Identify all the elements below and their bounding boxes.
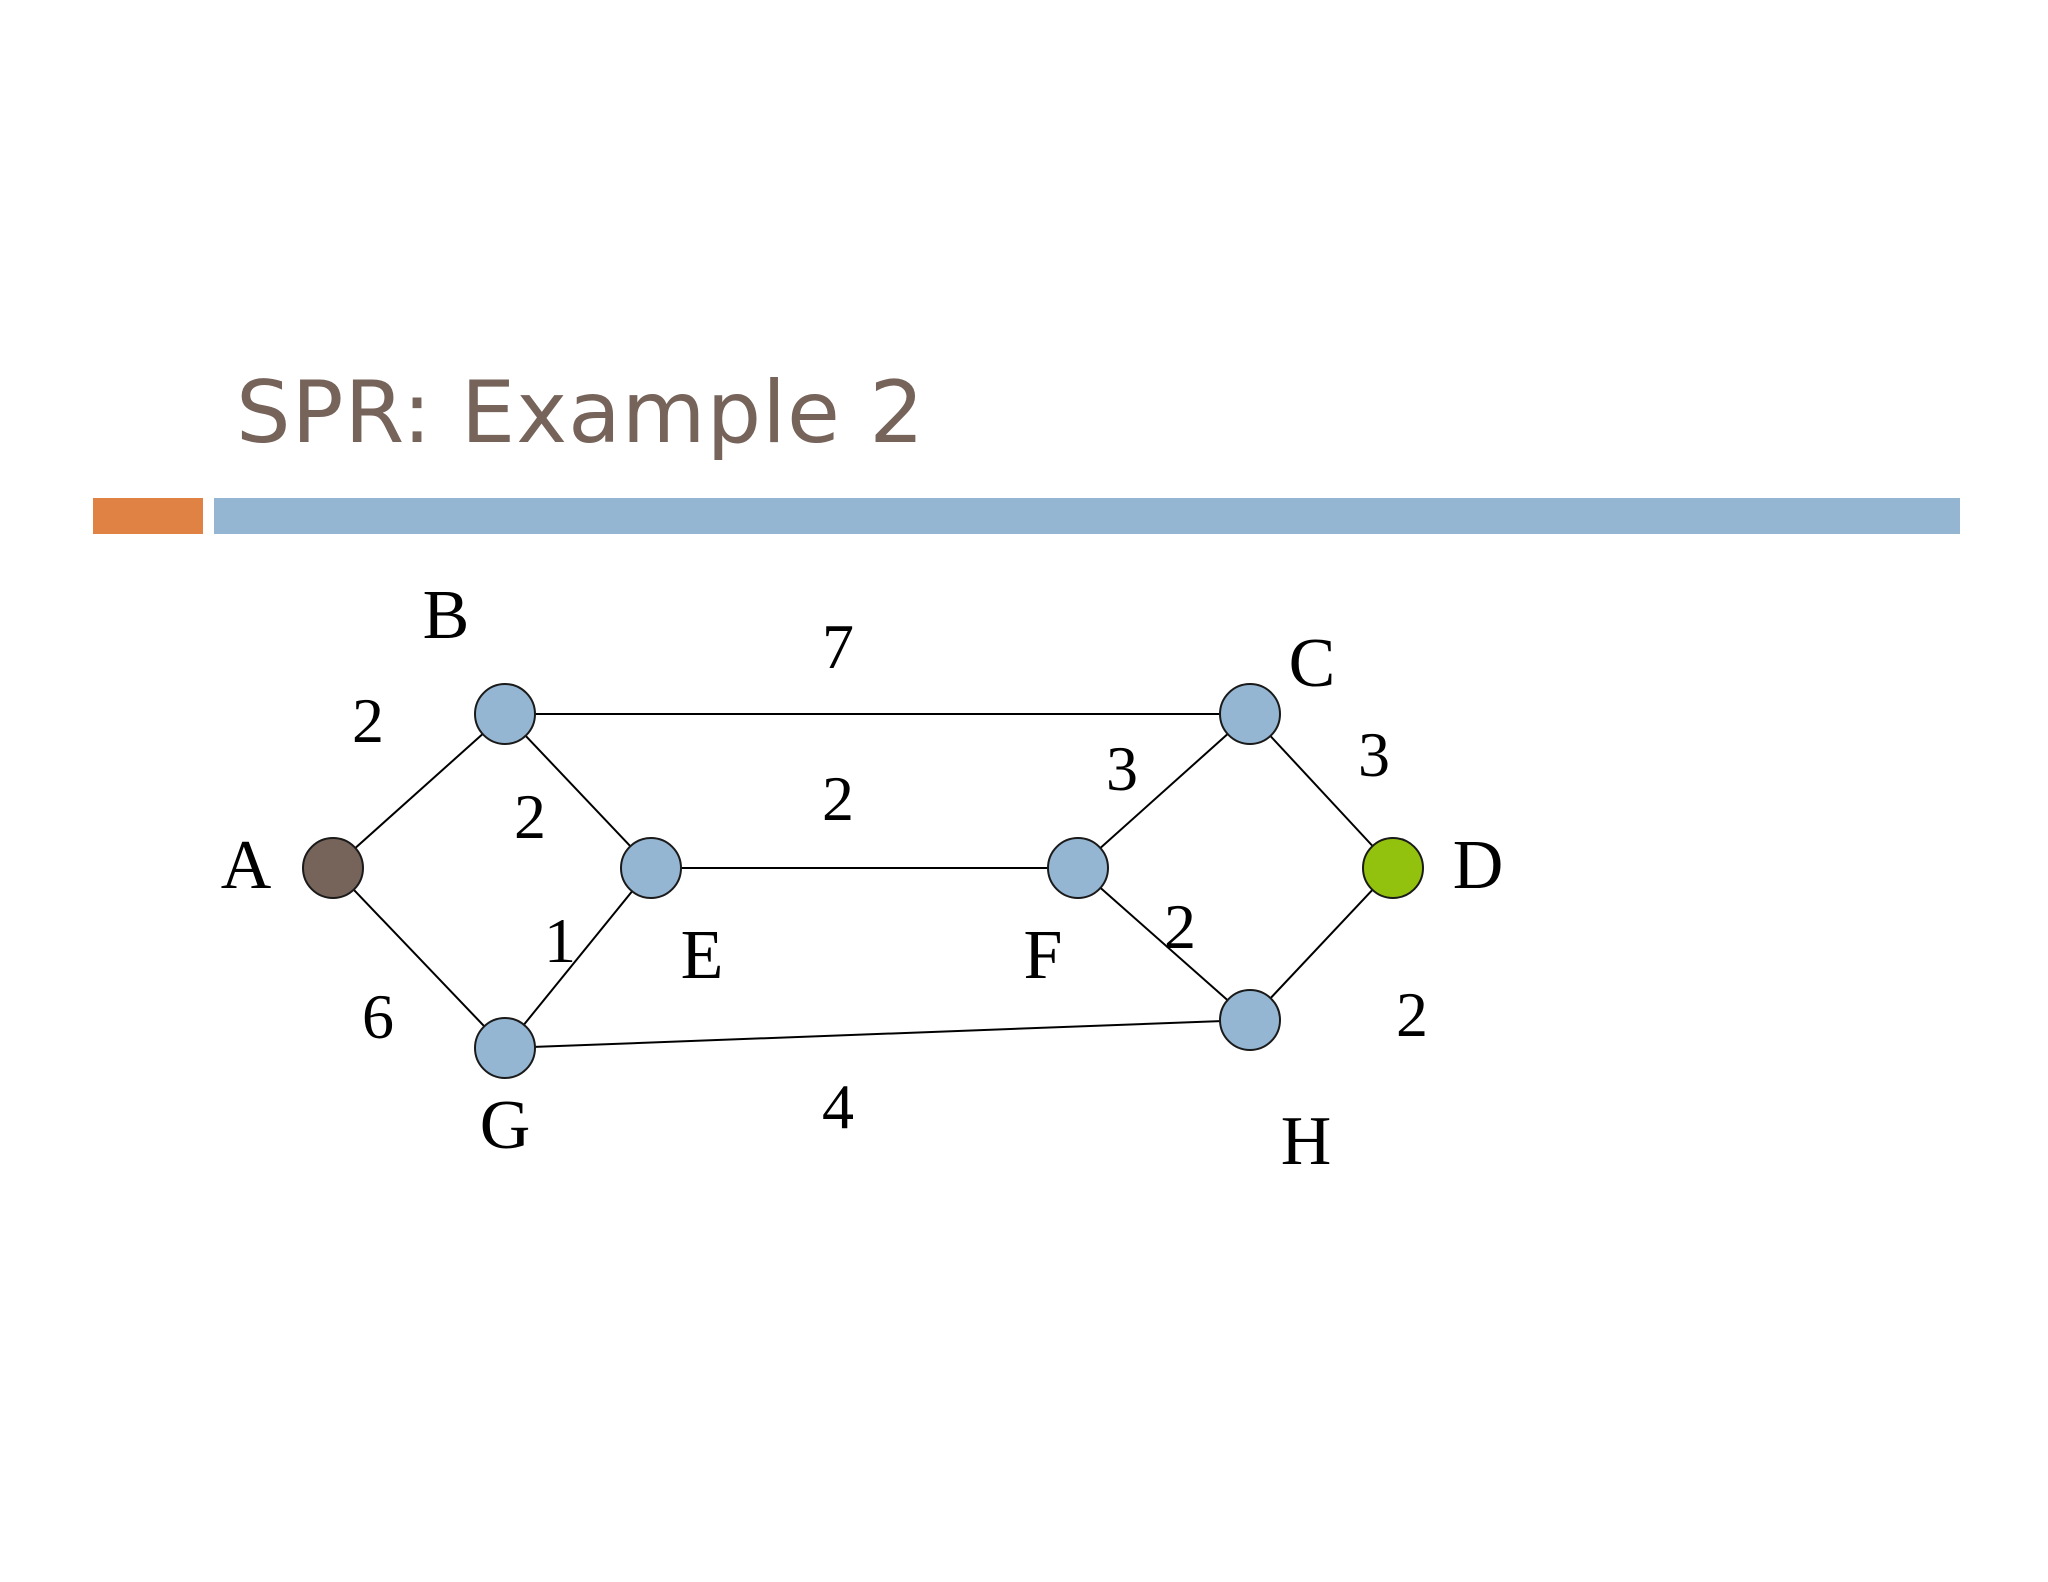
edge-a-b xyxy=(332,713,506,869)
node-label-c: C xyxy=(1289,625,1336,702)
node-label-h: H xyxy=(1281,1103,1332,1180)
edge-weight-h-d: 2 xyxy=(1396,979,1428,1050)
edges-layer xyxy=(332,713,1394,1049)
edge-h-d xyxy=(1249,867,1394,1021)
edge-weight-b-c: 7 xyxy=(822,611,854,682)
edge-weight-f-h: 2 xyxy=(1164,891,1196,962)
edge-g-e xyxy=(504,867,652,1049)
node-label-e: E xyxy=(681,917,724,994)
node-f xyxy=(1047,837,1109,899)
slide-title: SPR: Example 2 xyxy=(236,363,926,463)
node-label-d: D xyxy=(1453,827,1504,904)
edge-b-e xyxy=(504,713,652,869)
edge-weight-a-g: 6 xyxy=(362,981,394,1052)
node-c xyxy=(1219,683,1281,745)
node-b xyxy=(474,683,536,745)
edge-weight-b-e: 2 xyxy=(514,781,546,852)
title-accent-bar-blue xyxy=(214,498,1960,534)
node-label-g: G xyxy=(480,1087,531,1164)
title-accent-bar-orange xyxy=(93,498,203,534)
edge-g-h xyxy=(504,1019,1251,1049)
edge-weight-a-b: 2 xyxy=(352,685,384,756)
edge-f-h xyxy=(1077,867,1251,1021)
node-g xyxy=(474,1017,536,1079)
edge-weight-f-c: 3 xyxy=(1106,733,1138,804)
node-e xyxy=(620,837,682,899)
node-label-f: F xyxy=(1024,917,1063,994)
weights-layer: 2 6 2 1 7 2 4 3 2 3 2 xyxy=(352,611,1428,1142)
edge-weight-c-d: 3 xyxy=(1358,719,1390,790)
node-label-b: B xyxy=(423,577,470,654)
edge-a-g xyxy=(332,867,506,1049)
nodes-layer xyxy=(302,683,1424,1079)
edge-weight-g-e: 1 xyxy=(544,905,576,976)
node-label-a: A xyxy=(221,827,272,904)
edge-f-c xyxy=(1077,713,1251,869)
edge-weight-e-f: 2 xyxy=(822,763,854,834)
node-h xyxy=(1219,989,1281,1051)
edge-weight-g-h: 4 xyxy=(822,1071,854,1142)
edge-c-d xyxy=(1249,713,1394,869)
labels-layer: A B E G F C H D xyxy=(221,577,1504,1180)
node-a xyxy=(302,837,364,899)
node-d xyxy=(1362,837,1424,899)
